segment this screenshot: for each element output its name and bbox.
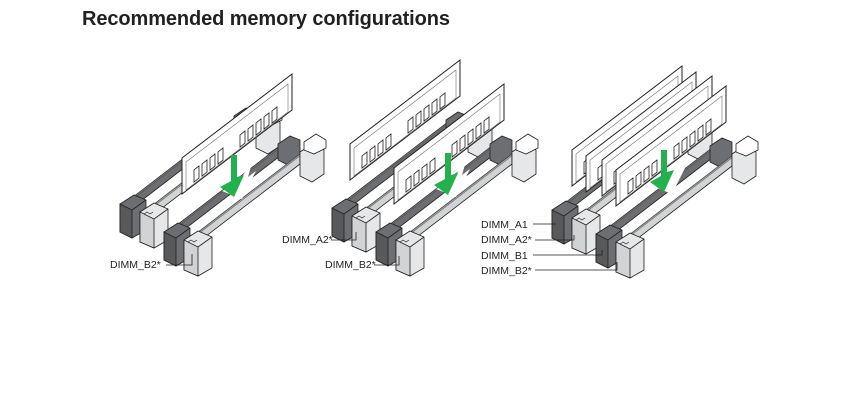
label-dimm-a1: DIMM_A1 [481,219,528,231]
leader-line [533,250,603,256]
label-dimm-b1: DIMM_B1 [481,250,528,262]
config-four-modules: DIMM_A1 DIMM_A2* DIMM_B1 DIMM_B2* [481,65,759,279]
config-one-module: DIMM_B2* [110,73,327,277]
leader-line [535,235,575,241]
label-dimm-b2: DIMM_B2* [325,259,376,271]
page-title: Recommended memory configurations [82,8,450,30]
label-dimm-a2: DIMM_A2* [481,234,532,246]
label-dimm-b2: DIMM_B2* [110,259,161,271]
leader-line [331,232,357,241]
config-two-modules: DIMM_A2* DIMM_B2* [282,59,539,277]
leader-line [166,254,193,266]
label-dimm-a2: DIMM_A2* [282,234,333,246]
label-dimm-b2: DIMM_B2* [481,265,532,277]
leader-line [535,262,618,271]
leader-line [374,256,400,266]
